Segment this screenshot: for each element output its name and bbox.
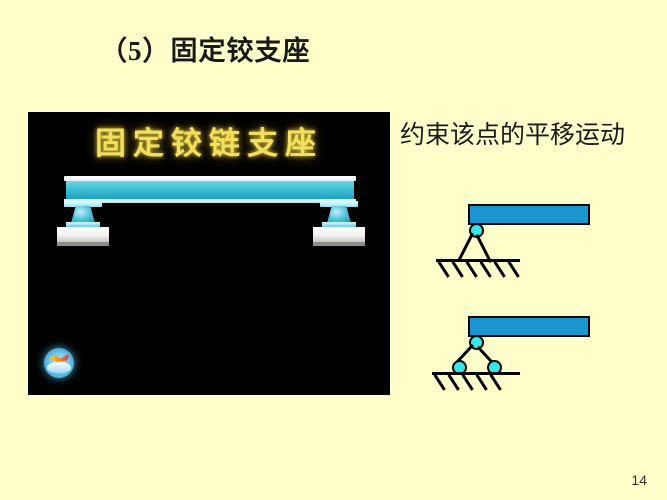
schematic-pinned-support-single-pin bbox=[432, 196, 607, 286]
ground-hatch bbox=[493, 261, 506, 278]
girder-web bbox=[66, 181, 354, 199]
wave-shape bbox=[47, 362, 71, 373]
beam-member bbox=[468, 316, 590, 337]
support-cap bbox=[320, 201, 358, 207]
bridge-support-right bbox=[313, 201, 365, 246]
caption-text: 约束该点的平移运动 bbox=[400, 122, 626, 149]
ground-hatch bbox=[447, 374, 460, 391]
globe-flame-logo-icon bbox=[44, 348, 74, 378]
support-leg-left bbox=[457, 232, 474, 262]
video-overlay-title: 固定铰链支座 bbox=[95, 126, 323, 162]
ground-hatch bbox=[479, 261, 492, 278]
page-title: （5）固定铰支座 bbox=[100, 36, 311, 66]
support-base-block bbox=[57, 227, 109, 246]
ground-hatch bbox=[461, 374, 474, 391]
ground-hatch bbox=[475, 374, 488, 391]
ground-hatch bbox=[437, 261, 450, 278]
girder-assembly bbox=[28, 176, 390, 266]
support-base-block bbox=[313, 227, 365, 246]
ground-hatch bbox=[451, 261, 464, 278]
support-plinth bbox=[66, 222, 100, 228]
schematic-pinned-support-three-pin bbox=[432, 306, 607, 394]
video-panel[interactable]: 固定铰链支座 bbox=[28, 112, 390, 395]
ground-hatch bbox=[507, 261, 520, 278]
girder-bottom-flange bbox=[64, 199, 356, 203]
support-bell bbox=[71, 206, 95, 223]
ground-line bbox=[432, 372, 520, 375]
support-cap bbox=[64, 201, 102, 207]
girder-top-flange bbox=[64, 176, 356, 181]
ground-hatch bbox=[433, 374, 446, 391]
page-number: 14 bbox=[631, 472, 647, 488]
bridge-support-left bbox=[57, 201, 109, 246]
support-plinth bbox=[322, 222, 356, 228]
support-bell bbox=[327, 206, 351, 223]
ground-hatch bbox=[465, 261, 478, 278]
ground-hatch bbox=[489, 374, 502, 391]
flame-shape bbox=[49, 354, 69, 362]
beam-member bbox=[468, 204, 590, 225]
ground-line bbox=[436, 259, 520, 262]
